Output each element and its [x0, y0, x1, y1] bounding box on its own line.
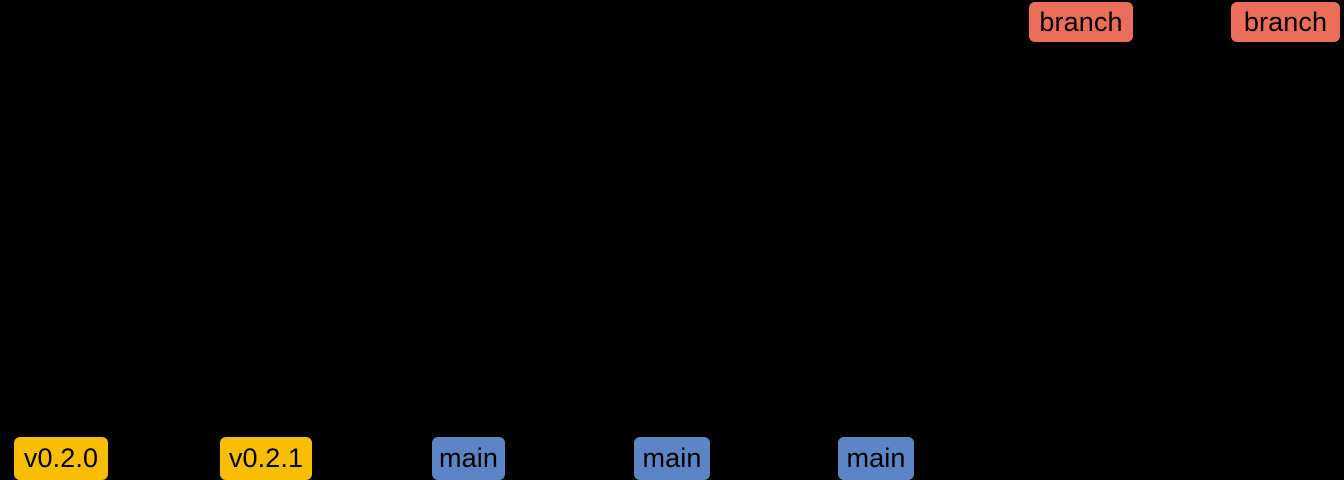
ref-label-head-main[interactable]: main: [432, 437, 505, 480]
ref-label-tag-v0-2-0[interactable]: v0.2.0: [14, 437, 108, 480]
ref-label-branch-branch[interactable]: branch: [1231, 2, 1340, 42]
ref-label-head-main[interactable]: main: [838, 437, 914, 480]
ref-label-tag-v0-2-1[interactable]: v0.2.1: [220, 437, 312, 480]
ref-label-head-main[interactable]: main: [634, 437, 710, 480]
ref-label-branch-branch[interactable]: branch: [1029, 2, 1133, 42]
